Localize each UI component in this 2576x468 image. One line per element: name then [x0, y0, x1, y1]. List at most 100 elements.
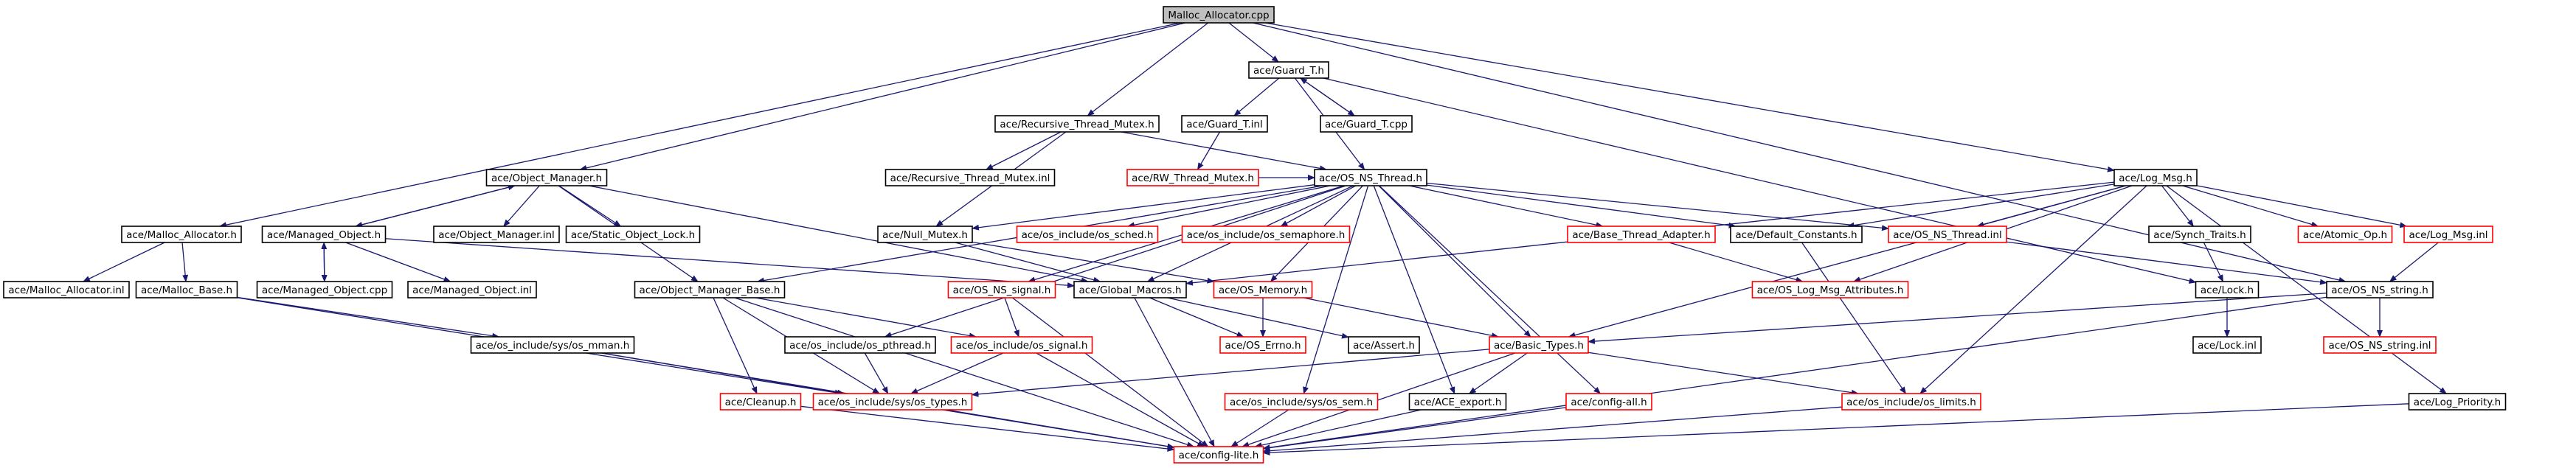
dependency-arrow: [1262, 407, 1567, 451]
dependency-arrow: [713, 297, 758, 394]
dependency-edge: [1323, 77, 2197, 284]
dependency-arrow: [1036, 352, 1205, 447]
graph-node-guard-t-cpp[interactable]: ace/Guard_T.cpp: [1320, 115, 1413, 133]
graph-node-label: ace/Guard_T.h: [1253, 65, 1324, 77]
dependency-edge: [2182, 185, 2319, 228]
graph-node-label: ace/OS_Errno.h: [1225, 340, 1301, 352]
graph-node-default-constants-h[interactable]: ace/Default_Constants.h: [1730, 226, 1863, 243]
dependency-edge: [1378, 185, 1531, 338]
graph-node-guard-t-h[interactable]: ace/Guard_T.h: [1248, 61, 1329, 79]
dependency-edge: [503, 185, 540, 227]
graph-node-basic-types-h[interactable]: ace/Basic_Types.h: [1489, 336, 1589, 354]
graph-node-label: ace/Malloc_Allocator.h: [126, 229, 237, 241]
dependency-arrow: [1323, 77, 2197, 284]
graph-node-box: [485, 169, 608, 186]
graph-node-label: ace/Lock.h: [2201, 284, 2254, 296]
graph-node-null-mutex-h[interactable]: ace/Null_Mutex.h: [877, 226, 973, 243]
graph-node-os-ns-signal-h[interactable]: ace/OS_NS_signal.h: [947, 281, 1056, 298]
graph-node-log-msg-h[interactable]: ace/Log_Msg.h: [2113, 169, 2198, 186]
graph-node-label: ace/Atomic_Op.h: [2303, 229, 2387, 241]
graph-node-box: [2323, 336, 2437, 354]
graph-node-ace-export-h[interactable]: ace/ACE_export.h: [1408, 393, 1507, 411]
dependency-edge: [1373, 185, 1455, 394]
graph-node-sys-os-types-h[interactable]: ace/os_include/sys/os_types.h: [812, 393, 973, 411]
edge-layer: [82, 22, 2448, 456]
graph-node-managed-object-inl[interactable]: ace/Managed_Object.inl: [407, 281, 537, 298]
graph-node-malloc-base-h[interactable]: ace/Malloc_Base.h: [135, 281, 238, 298]
graph-node-synch-traits-h[interactable]: ace/Synch_Traits.h: [2148, 226, 2251, 243]
graph-node-log-priority-h[interactable]: ace/Log_Priority.h: [2408, 393, 2507, 411]
dependency-edge: [1280, 185, 1357, 227]
graph-node-config-lite-h[interactable]: ace/config-lite.h: [1173, 446, 1264, 464]
dependency-arrow: [1012, 297, 1209, 447]
dependency-arrow: [1230, 409, 1289, 447]
graph-node-os-ns-string-h[interactable]: ace/OS_NS_string.h: [2326, 281, 2434, 298]
graph-node-os-ns-thread-inl[interactable]: ace/OS_NS_Thread.inl: [1888, 226, 2007, 243]
dependency-arrow: [503, 185, 540, 227]
graph-node-lock-inl[interactable]: ace/Lock.inl: [2192, 336, 2262, 354]
dependency-arrow: [1303, 185, 1369, 394]
graph-node-guard-t-inl[interactable]: ace/Guard_T.inl: [1181, 115, 1268, 133]
graph-node-malloc-allocator-inl[interactable]: ace/Malloc_Allocator.inl: [3, 281, 130, 298]
graph-node-os-pthread-h[interactable]: ace/os_include/os_pthread.h: [784, 336, 936, 354]
graph-node-malloc-allocator-cpp: Malloc_Allocator.cpp: [1163, 6, 1275, 24]
graph-node-base-thread-adapter-h[interactable]: ace/Base_Thread_Adapter.h: [1567, 226, 1716, 243]
graph-node-box: [1126, 169, 1259, 186]
node-layer: Malloc_Allocator.cpp ace/Guard_T.h ace/Rec…: [3, 6, 2507, 464]
graph-node-label: ace/config-lite.h: [1179, 450, 1259, 461]
graph-node-box: [2326, 281, 2434, 298]
dependency-edge: [1303, 297, 1500, 339]
graph-node-box: [1016, 226, 1159, 243]
dependency-edge: [385, 238, 1075, 289]
dependency-edge: [1126, 185, 1331, 228]
dependency-edge: [1228, 22, 1279, 63]
graph-node-lock-h[interactable]: ace/Lock.h: [2195, 281, 2260, 298]
graph-node-managed-object-cpp[interactable]: ace/Managed_Object.cpp: [256, 281, 393, 298]
dependency-arrow: [942, 409, 1175, 450]
graph-node-managed-object-h[interactable]: ace/Managed_Object.h: [261, 226, 387, 243]
graph-node-os-log-msg-attributes-h[interactable]: ace/OS_Log_Msg_Attributes.h: [1751, 281, 1909, 298]
graph-node-assert-h[interactable]: ace/Assert.h: [1348, 336, 1420, 354]
dependency-edge: [755, 297, 977, 339]
graph-node-os-semaphore-h[interactable]: ace/os_include/os_semaphore.h: [1181, 226, 1351, 243]
graph-node-config-all-h[interactable]: ace/config-all.h: [1565, 393, 1652, 411]
graph-node-log-msg-inl[interactable]: ace/Log_Msg.inl: [2403, 226, 2493, 243]
graph-node-label: ace/os_include/os_pthread.h: [789, 340, 931, 352]
graph-node-sys-os-mman-h[interactable]: ace/os_include/sys/os_mman.h: [470, 336, 635, 354]
graph-node-recursive-thread-mutex-inl[interactable]: ace/Recursive_Thread_Mutex.inl: [884, 169, 1056, 186]
graph-node-label: ace/Log_Msg.h: [2119, 172, 2192, 184]
graph-node-static-object-lock-h[interactable]: ace/Static_Object_Lock.h: [565, 226, 701, 243]
dependency-edge: [2166, 185, 2448, 394]
graph-node-sys-os-sem-h[interactable]: ace/os_include/sys/os_sem.h: [1224, 393, 1379, 411]
graph-node-os-errno-h[interactable]: ace/OS_Errno.h: [1219, 336, 1306, 354]
dependency-arrow: [345, 242, 451, 282]
graph-node-label: ace/OS_Memory.h: [1219, 284, 1307, 296]
graph-node-object-manager-base-h[interactable]: ace/Object_Manager_Base.h: [634, 281, 786, 298]
graph-node-os-memory-h[interactable]: ace/OS_Memory.h: [1213, 281, 1313, 298]
dependency-edge: [2006, 241, 2327, 285]
dependency-arrow: [2182, 185, 2319, 228]
graph-node-malloc-allocator-h[interactable]: ace/Malloc_Allocator.h: [121, 226, 242, 243]
dependency-arrow: [1588, 293, 2327, 344]
graph-node-label: ace/os_include/sys/os_types.h: [818, 397, 968, 408]
graph-node-cleanup-h[interactable]: ace/Cleanup.h: [719, 393, 802, 411]
graph-node-os-sched-h[interactable]: ace/os_include/os_sched.h: [1016, 226, 1159, 243]
graph-node-box: [256, 281, 393, 298]
graph-node-object-manager-inl[interactable]: ace/Object_Manager.inl: [433, 226, 560, 243]
graph-node-os-ns-string-inl[interactable]: ace/OS_NS_string.inl: [2323, 336, 2437, 354]
graph-node-recursive-thread-mutex-h[interactable]: ace/Recursive_Thread_Mutex.h: [994, 115, 1160, 133]
graph-node-rw-thread-mutex-h[interactable]: ace/RW_Thread_Mutex.h: [1126, 169, 1259, 186]
graph-node-os-ns-thread-h[interactable]: ace/OS_NS_Thread.h: [1314, 169, 1427, 186]
graph-node-os-signal-h[interactable]: ace/os_include/os_signal.h: [950, 336, 1093, 354]
dependency-arrow: [1121, 131, 1328, 172]
graph-node-label: ace/ACE_export.h: [1414, 397, 1502, 408]
dependency-arrow: [1262, 296, 2327, 451]
graph-node-object-manager-h[interactable]: ace/Object_Manager.h: [485, 169, 608, 186]
graph-node-atomic-op-h[interactable]: ace/Atomic_Op.h: [2297, 226, 2393, 243]
graph-node-os-limits-h[interactable]: ace/os_include/os_limits.h: [1841, 393, 1981, 411]
graph-node-global-macros-h[interactable]: ace/Global_Macros.h: [1073, 281, 1187, 298]
dependency-edge: [972, 184, 1315, 231]
graph-node-label: ace/os_include/os_sched.h: [1022, 229, 1154, 241]
dependency-edge: [237, 296, 500, 339]
dependency-arrow: [2006, 241, 2327, 285]
